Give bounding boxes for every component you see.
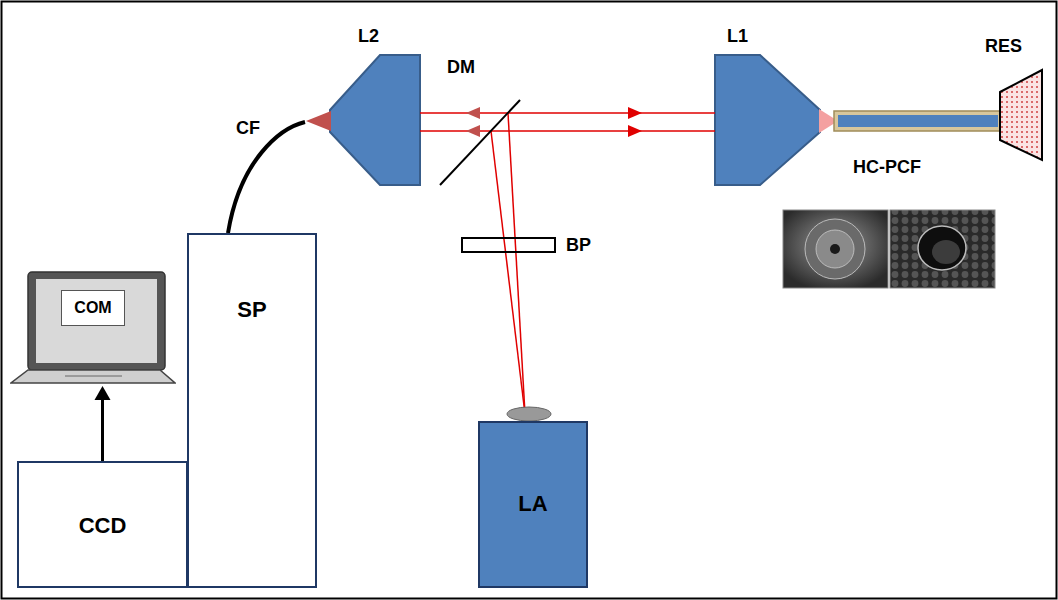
sem-image	[783, 210, 888, 288]
laser-beam	[420, 130, 715, 132]
connector-arrow	[95, 386, 111, 461]
dichroic-mirror	[440, 100, 520, 185]
sem-core	[830, 244, 840, 254]
beam-arrowhead	[628, 107, 642, 119]
collection-fibre	[228, 122, 305, 233]
box-label: CCD	[79, 513, 127, 539]
laser-beam	[420, 112, 715, 114]
mirror-label: DM	[447, 57, 475, 77]
lens-l2	[330, 55, 420, 185]
computer: COM	[10, 270, 176, 386]
box-label: LA	[518, 491, 547, 517]
laptop-base	[11, 370, 175, 383]
fibre-label: CF	[236, 118, 260, 138]
bandpass-filter	[462, 238, 555, 252]
fibre-label: HC-PCF	[853, 157, 921, 177]
screen-label: COM	[61, 290, 124, 326]
laser-beam	[508, 113, 525, 414]
lens-l1	[715, 55, 820, 185]
laptop-screen	[36, 279, 157, 363]
sem-cladding	[805, 219, 865, 279]
laser-aperture	[507, 407, 551, 421]
laptop-screen-frame	[28, 272, 165, 370]
lens-label: L2	[358, 26, 379, 46]
spectrometer-box: SP	[187, 233, 317, 588]
box-label: SP	[237, 297, 266, 323]
sem-microstructure	[816, 230, 854, 268]
reservoir	[1000, 70, 1042, 160]
reservoir-label: RES	[985, 36, 1022, 56]
beam-arrowhead	[466, 107, 480, 119]
fibre-tip	[306, 111, 331, 131]
sem-core	[918, 226, 966, 270]
laser-box: LA	[478, 421, 588, 588]
beam-arrowhead	[466, 125, 480, 137]
laser-beam	[491, 131, 525, 414]
beam-arrowhead	[628, 125, 642, 137]
laptop-keys	[65, 376, 122, 377]
hollow-core-fibre	[834, 111, 1000, 131]
sem-image	[890, 210, 995, 288]
lens-label: L1	[727, 26, 748, 46]
filter-label: BP	[566, 235, 591, 255]
sem-core-shade	[932, 240, 960, 264]
arrowhead	[95, 386, 111, 400]
laptop-outline	[10, 270, 176, 386]
connector-line	[101, 398, 104, 461]
ccd-box: CCD	[17, 461, 188, 588]
fibre-core	[838, 115, 998, 127]
